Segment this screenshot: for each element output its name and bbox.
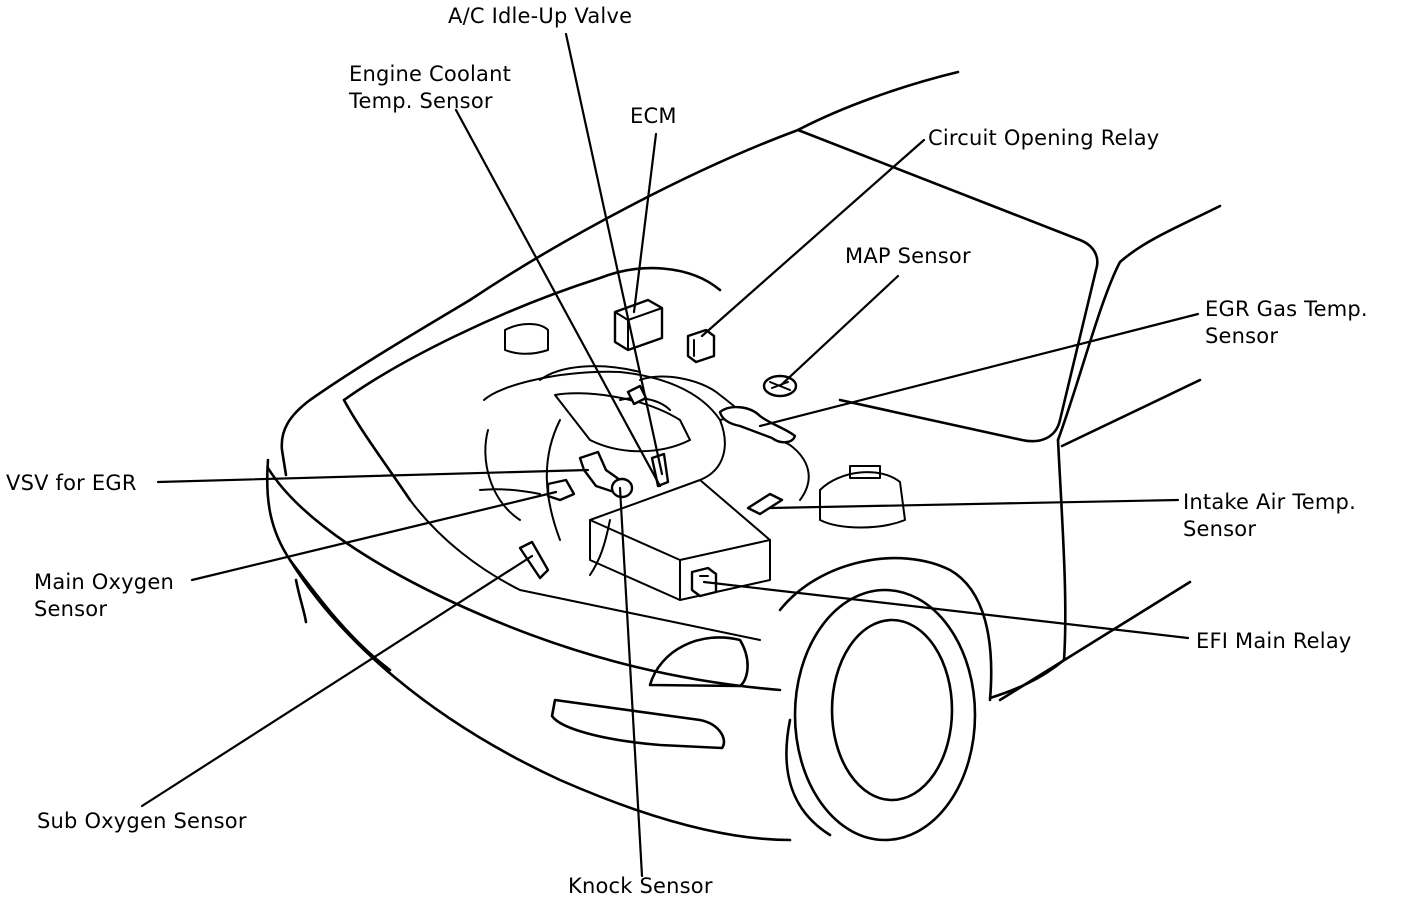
- label-map-sensor-text: MAP Sensor: [845, 244, 971, 268]
- ac-idle-up-valve-unit: [650, 452, 670, 488]
- leader-lines: [140, 32, 1200, 878]
- label-ecm-text: ECM: [630, 104, 677, 128]
- intake-air-temp-sensor-unit: [746, 492, 784, 516]
- leader-ecm: [632, 132, 658, 314]
- leader-map-sensor: [778, 274, 900, 388]
- label-knock-sensor: Knock Sensor: [568, 873, 713, 900]
- label-ac-idle-up-valve: A/C Idle-Up Valve: [448, 3, 632, 30]
- leader-engine-coolant: [454, 108, 662, 488]
- ecm-unit: [613, 298, 664, 352]
- label-intake-air-line2: Sensor: [1183, 517, 1257, 541]
- label-circuit-opening-relay: Circuit Opening Relay: [928, 125, 1159, 152]
- label-efi-main-relay-text: EFI Main Relay: [1196, 629, 1352, 653]
- label-engine-coolant-line2: Temp. Sensor: [349, 89, 493, 113]
- vsv-for-egr-unit: [546, 450, 622, 502]
- egr-gas-temp-sensor-unit: [718, 405, 797, 444]
- label-ecm: ECM: [630, 103, 677, 130]
- label-egr-gas-line1: EGR Gas Temp.: [1205, 297, 1368, 321]
- label-egr-gas-line2: Sensor: [1205, 324, 1279, 348]
- label-map-sensor: MAP Sensor: [845, 243, 971, 270]
- leader-ac-idle-up-valve: [564, 32, 664, 476]
- sub-oxygen-sensor-unit: [518, 540, 550, 580]
- label-main-oxygen-sensor: Main Oxygen Sensor: [34, 569, 174, 623]
- label-main-oxygen-line1: Main Oxygen: [34, 570, 174, 594]
- leader-sub-oxygen: [140, 554, 534, 808]
- label-intake-air-line1: Intake Air Temp.: [1183, 490, 1356, 514]
- leader-vsv-for-egr: [156, 468, 590, 484]
- label-vsv-for-egr: VSV for EGR: [6, 470, 137, 497]
- label-ac-idle-up-valve-text: A/C Idle-Up Valve: [448, 4, 633, 28]
- label-vsv-for-egr-text: VSV for EGR: [6, 471, 137, 495]
- label-knock-sensor-text: Knock Sensor: [568, 874, 713, 898]
- circuit-opening-relay-unit: [686, 328, 716, 364]
- label-egr-gas-temp-sensor: EGR Gas Temp. Sensor: [1205, 296, 1368, 350]
- label-intake-air-temp-sensor: Intake Air Temp. Sensor: [1183, 489, 1356, 543]
- car-body-outline: [265, 70, 1222, 842]
- label-circuit-opening-relay-text: Circuit Opening Relay: [928, 126, 1160, 150]
- label-sub-oxygen-sensor: Sub Oxygen Sensor: [37, 808, 247, 835]
- label-engine-coolant-temp-sensor: Engine Coolant Temp. Sensor: [349, 61, 511, 115]
- label-main-oxygen-line2: Sensor: [34, 597, 108, 621]
- label-efi-main-relay: EFI Main Relay: [1196, 628, 1352, 655]
- leader-efi-main-relay: [702, 580, 1190, 640]
- leader-main-oxygen: [190, 490, 558, 582]
- knock-sensor-unit: [610, 477, 634, 499]
- label-sub-oxygen-sensor-text: Sub Oxygen Sensor: [37, 809, 247, 833]
- leader-circuit-opening-relay: [700, 138, 926, 338]
- leader-knock-sensor: [618, 486, 644, 878]
- label-engine-coolant-line1: Engine Coolant: [349, 62, 512, 86]
- leader-egr-gas: [758, 312, 1200, 428]
- leader-intake-air: [768, 498, 1180, 510]
